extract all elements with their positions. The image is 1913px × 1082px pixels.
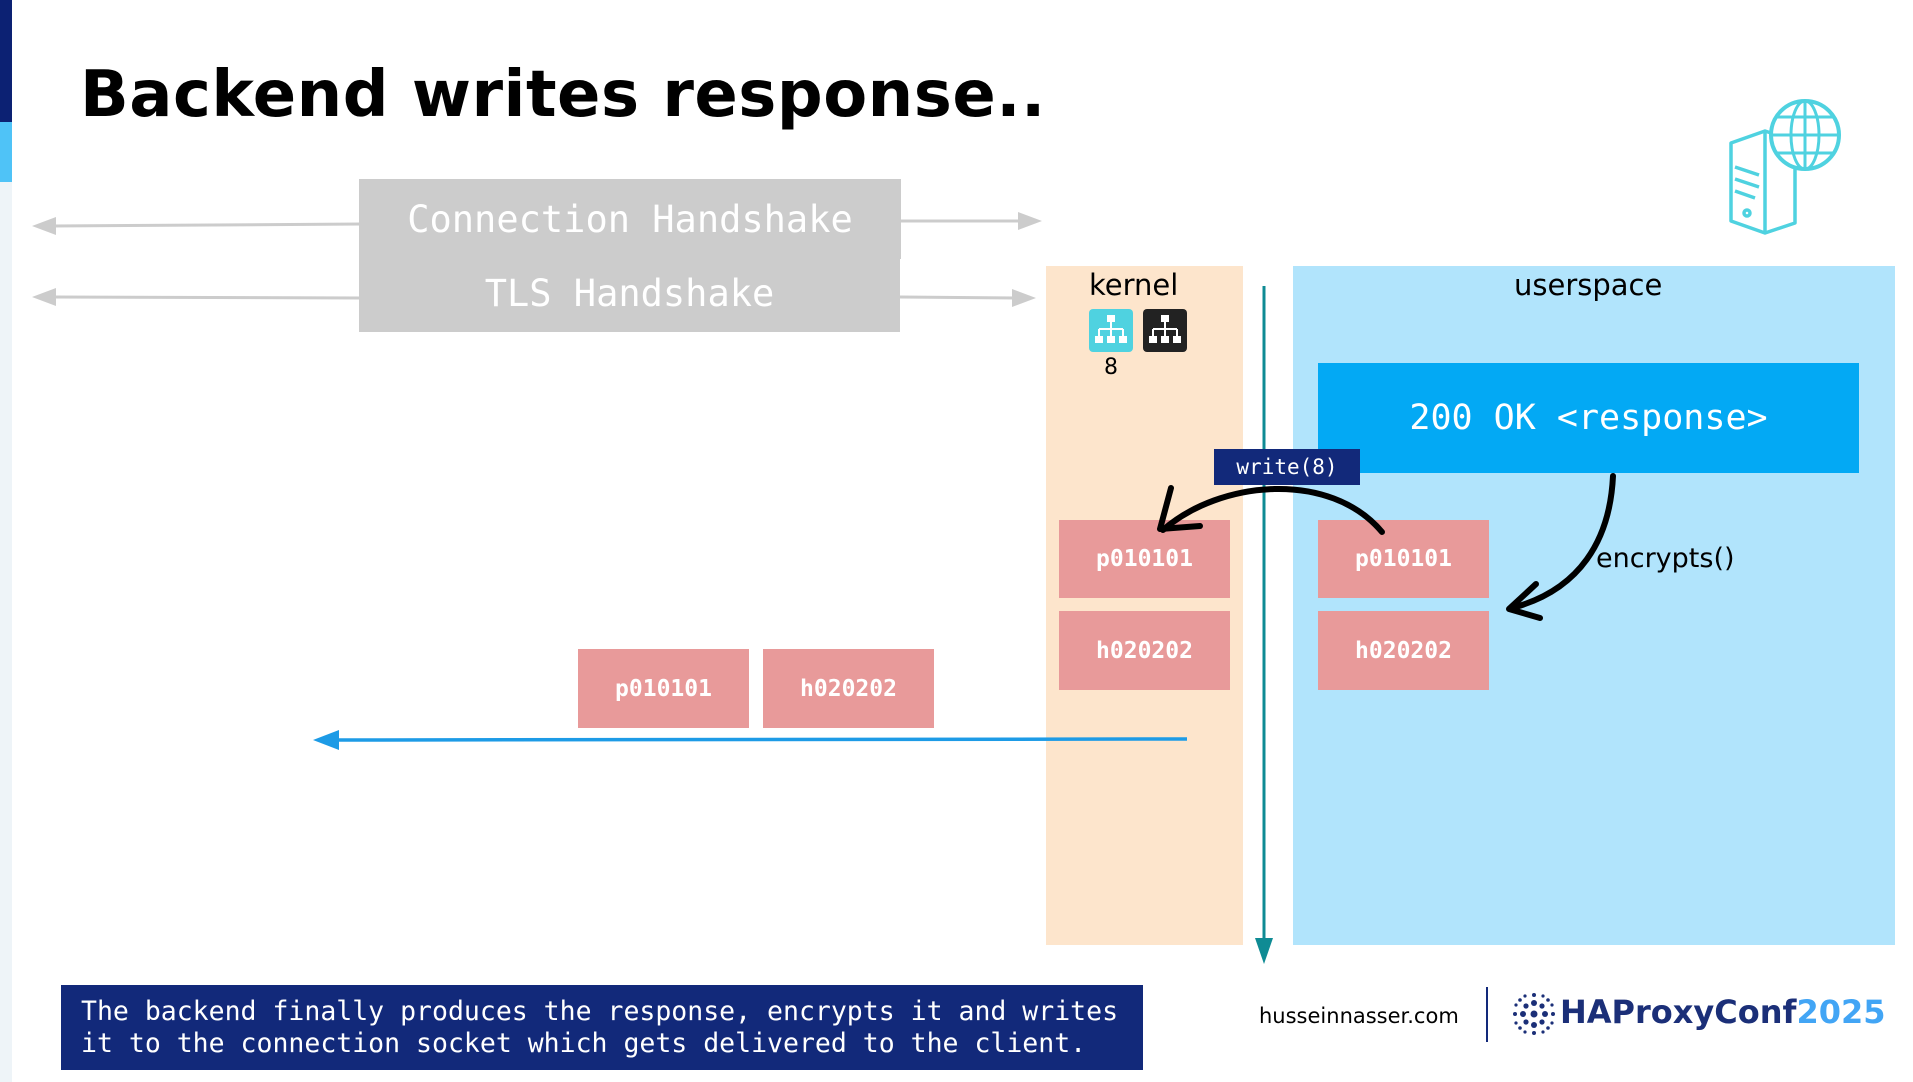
slide-title: Backend writes response..	[80, 58, 1046, 132]
server-globe-icon	[1729, 99, 1841, 235]
packet-label: p010101	[615, 675, 712, 702]
tls-handshake-arrowhead-left	[32, 288, 56, 306]
encrypts-label: encrypts()	[1596, 543, 1735, 574]
left-accent-bar-dark	[0, 0, 12, 122]
conference-year: 2025	[1796, 993, 1886, 1031]
kernel-packet: p010101	[1059, 520, 1230, 598]
write-arrowhead	[1157, 485, 1203, 532]
userspace-packet: h020202	[1318, 611, 1489, 690]
connection-handshake-box: Connection Handshake	[359, 179, 901, 259]
write-call-label: write(8)	[1214, 449, 1360, 485]
tls-handshake-arrowhead-right	[1012, 289, 1036, 307]
tls-handshake-label: TLS Handshake	[484, 272, 775, 315]
packet-label: h020202	[1096, 637, 1193, 664]
conference-logo-text: HAProxyConf2025	[1560, 993, 1886, 1031]
packet-label: p010101	[1096, 546, 1193, 572]
userspace-label: userspace	[1514, 268, 1663, 302]
response-label: 200 OK <response>	[1409, 398, 1768, 438]
tls-handshake-box: TLS Handshake	[359, 255, 900, 332]
left-accent-bar-pale	[0, 182, 12, 1082]
network-send-arrowhead	[313, 730, 339, 750]
connection-handshake-arrowhead-left	[32, 217, 56, 235]
tls-handshake-arrow-right	[899, 295, 1017, 300]
kernel-boundary-arrowhead	[1255, 938, 1273, 964]
network-packet: p010101	[578, 649, 749, 728]
network-socket-icon	[1089, 309, 1133, 352]
userspace-packet: p010101	[1318, 520, 1489, 598]
footer-divider	[1486, 987, 1488, 1042]
kernel-label: kernel	[1089, 268, 1179, 302]
network-send-arrow	[334, 737, 1188, 742]
haproxy-logo-icon	[1513, 993, 1555, 1035]
connection-handshake-arrowhead-right	[1018, 212, 1042, 230]
caption-box: The backend finally produces the respons…	[61, 985, 1143, 1070]
packet-label: h020202	[800, 675, 897, 702]
encrypts-arrowhead	[1506, 581, 1543, 621]
connection-handshake-arrow-left	[51, 222, 363, 228]
socket-count: 8	[1104, 355, 1118, 380]
packet-label: p010101	[1355, 546, 1452, 572]
left-accent-bar-light	[0, 122, 12, 182]
kernel-packet: h020202	[1059, 611, 1230, 690]
conference-name: HAProxyConf	[1560, 993, 1797, 1031]
write-arrow	[1160, 485, 1385, 535]
network-packet: h020202	[763, 649, 934, 728]
kernel-region	[1046, 266, 1243, 945]
footer-site: husseinnasser.com	[1259, 1004, 1459, 1028]
connection-handshake-label: Connection Handshake	[407, 197, 853, 241]
network-socket-icon	[1143, 309, 1187, 352]
response-box: 200 OK <response>	[1318, 363, 1859, 473]
write-call-text: write(8)	[1236, 455, 1338, 479]
encrypts-arrow	[1509, 473, 1616, 611]
tls-handshake-arrow-left	[51, 295, 363, 300]
packet-label: h020202	[1355, 637, 1452, 664]
